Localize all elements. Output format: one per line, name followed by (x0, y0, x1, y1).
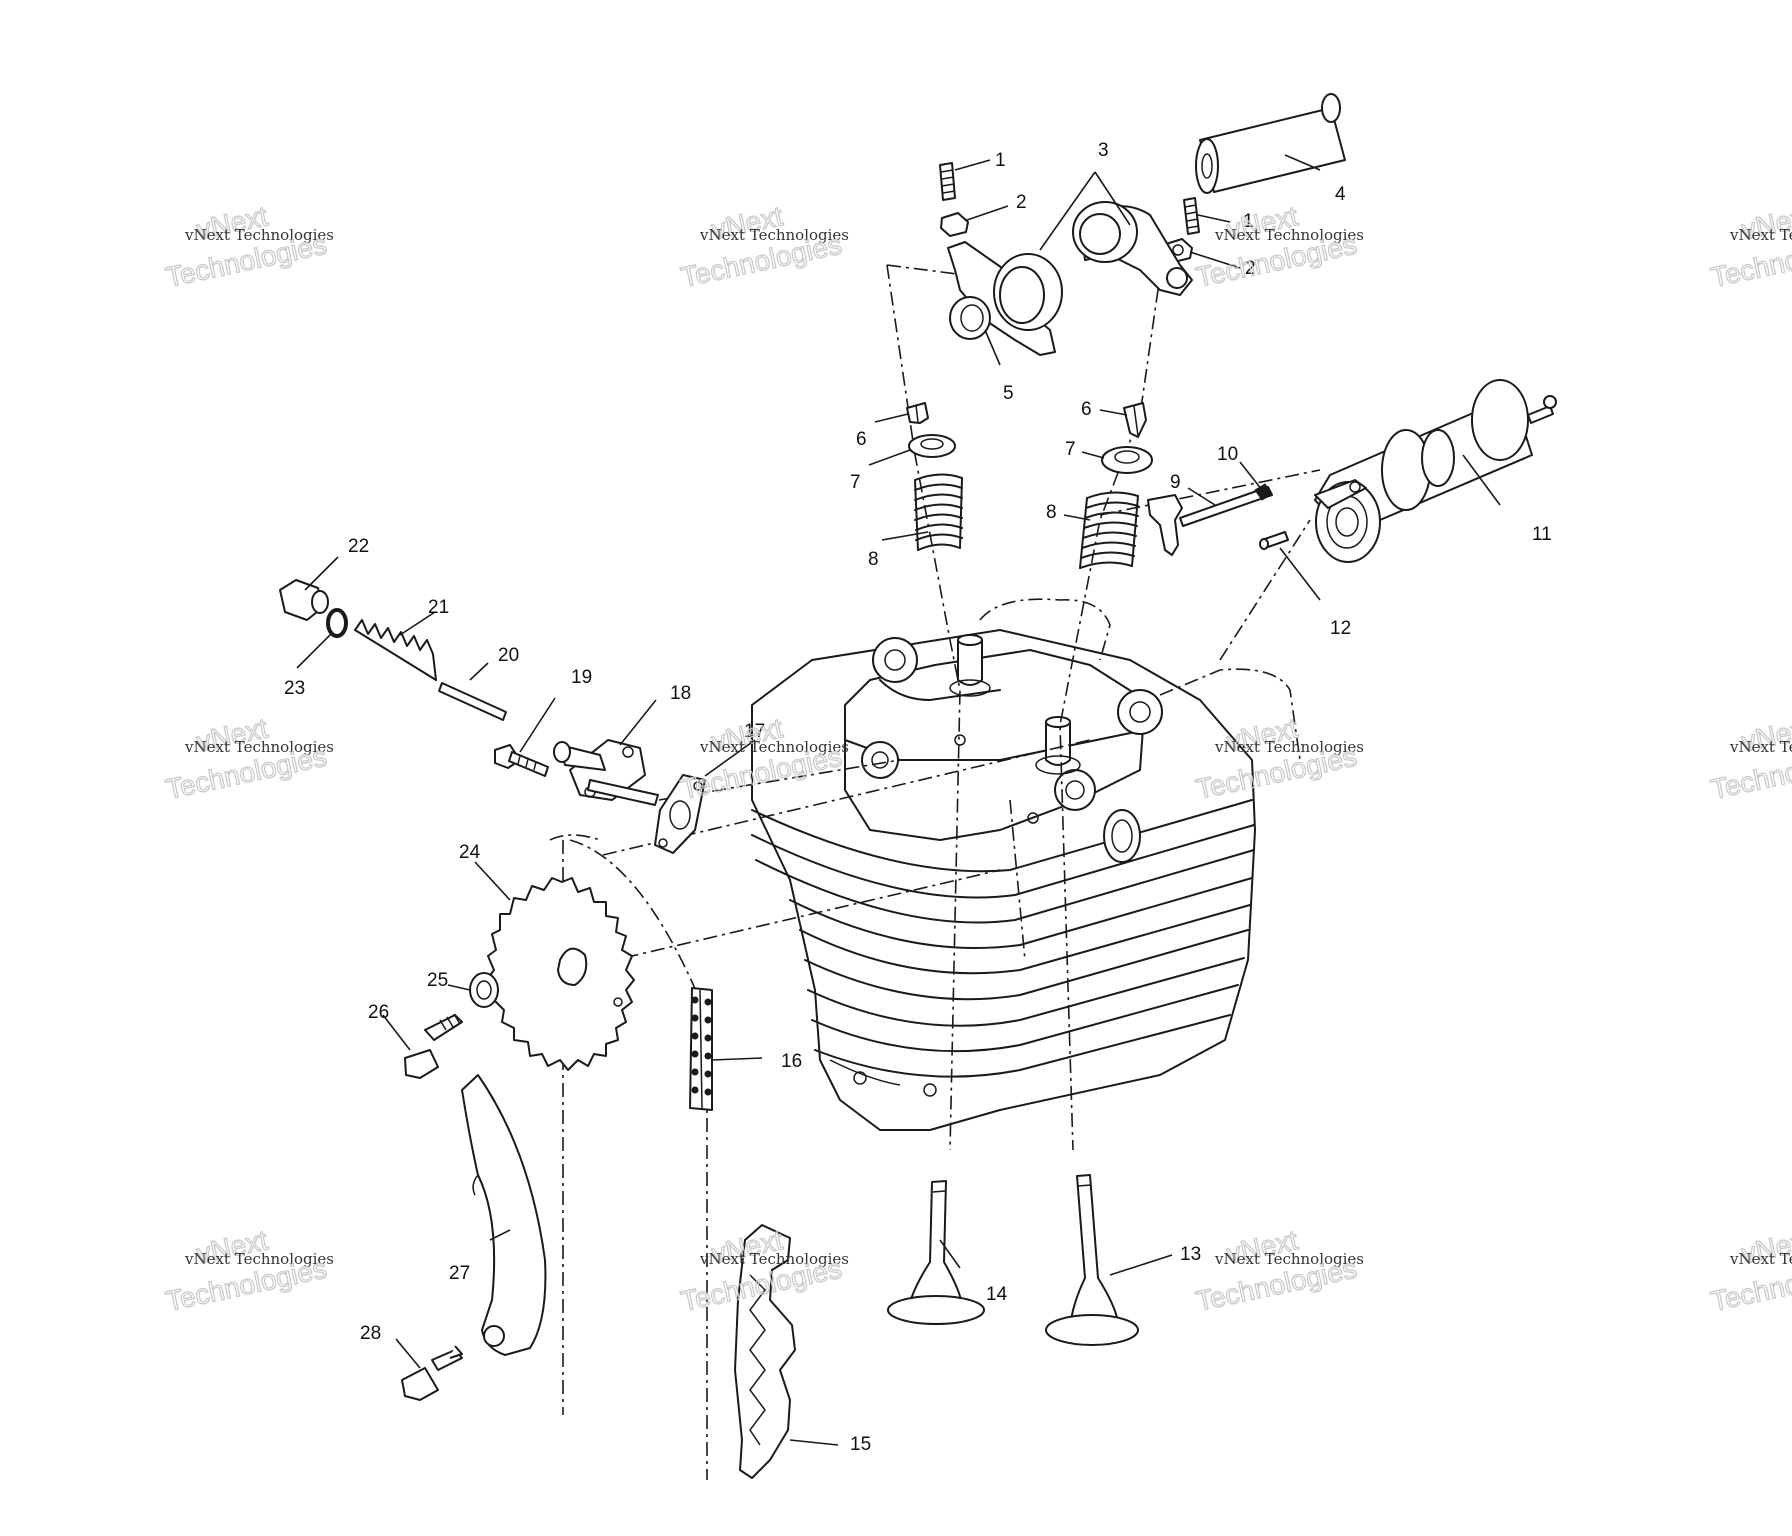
callout-label: 8 (1046, 502, 1057, 523)
watermark-text: vNext Technologies (1214, 226, 1364, 244)
valve-keeper-right (1123, 402, 1147, 438)
callout-label: 24 (459, 842, 481, 863)
watermark-text: vNext Technologies (184, 226, 334, 244)
callout-label: 26 (368, 1002, 389, 1023)
callout-label: 18 (670, 683, 691, 704)
sprocket-bolt (404, 1013, 463, 1079)
push-rod (438, 682, 507, 721)
callout-label: 9 (1170, 472, 1181, 493)
callout-label: 1 (1243, 211, 1254, 232)
intake-valve (887, 1180, 985, 1325)
watermark-text: vNext Technologies (1729, 738, 1792, 756)
callout-label: 14 (986, 1284, 1008, 1305)
callout-label: 7 (1065, 439, 1076, 460)
watermark-text: vNext Technologies (1214, 1250, 1364, 1268)
lock-nut-left (940, 212, 969, 237)
callout-label: 2 (1245, 258, 1256, 279)
valve-keeper-left (906, 402, 929, 424)
o-ring (326, 608, 348, 638)
callout-label: 8 (868, 549, 879, 570)
tensioner-bolt (494, 744, 549, 777)
valve-spring-left (914, 473, 963, 551)
callout-label: 23 (284, 678, 305, 699)
cam-sprocket (487, 877, 635, 1071)
watermark-text: vNext Technologies (699, 1250, 849, 1268)
callout-label: 17 (744, 721, 765, 742)
callout-label: 11 (1532, 524, 1552, 545)
valve-spring-right (1079, 491, 1139, 569)
sprocket-washer (469, 972, 499, 1008)
watermark-text: vNext Technologies (184, 1250, 334, 1268)
tensioner-body (553, 739, 659, 806)
rocker-arm-left (947, 241, 1063, 356)
watermark-text: vNext Technologies (699, 738, 849, 756)
callout-label: 15 (850, 1434, 871, 1455)
tensioner-cap-bolt (279, 579, 329, 621)
leader-lines (296, 154, 1501, 1446)
tensioner-gasket (654, 774, 706, 854)
callout-label: 20 (498, 645, 519, 666)
decomp-pin (1259, 531, 1289, 550)
callout-label: 1 (995, 150, 1006, 171)
callouts: 1 2 3 4 1 2 5 6 7 8 6 7 8 9 10 11 12 22 … (284, 140, 1552, 1455)
spring-retainer-right (1101, 446, 1153, 474)
thrust-washer (949, 296, 991, 340)
adjuster-screw-left (939, 162, 956, 201)
watermark-text: vNext Technologies (699, 226, 849, 244)
callout-label: 12 (1330, 618, 1351, 639)
adjuster-screw-right (1183, 197, 1200, 235)
guide-pivot-bolt (401, 1345, 463, 1401)
cylinder-head (751, 629, 1256, 1131)
camshaft (1314, 379, 1557, 563)
tensioner-spring (354, 619, 437, 681)
spring-retainer-left (908, 434, 956, 458)
callout-label: 13 (1180, 1244, 1201, 1265)
callout-label: 10 (1217, 444, 1238, 465)
callout-label: 4 (1335, 184, 1346, 205)
callout-label: 19 (571, 667, 592, 688)
callout-label: 27 (449, 1263, 470, 1284)
chain-guide-front (734, 1224, 796, 1479)
callout-label: 6 (1081, 399, 1092, 420)
rocker-arm-right (1072, 201, 1193, 296)
callout-label: 16 (781, 1051, 802, 1072)
cam-chain (689, 987, 713, 1111)
callout-label: 2 (1016, 192, 1027, 213)
decomp-spring (1254, 483, 1273, 501)
callout-label: 22 (348, 536, 369, 557)
watermark-text: vNext Technologies (184, 738, 334, 756)
callout-label: 21 (428, 597, 449, 618)
watermark-text: vNext Technologies (1214, 738, 1364, 756)
decompression-lever (1147, 486, 1273, 556)
callout-label: 28 (360, 1323, 381, 1344)
exhaust-valve (1045, 1174, 1139, 1346)
watermark-text: vNext Technologies (1729, 1250, 1792, 1268)
callout-label: 7 (850, 472, 861, 493)
watermark-text: vNext Technologies (1729, 226, 1792, 244)
callout-label: 3 (1098, 140, 1109, 161)
callout-label: 6 (856, 429, 867, 450)
rocker-shaft (1195, 93, 1346, 194)
chain-guide-rear (461, 1074, 547, 1356)
callout-label: 5 (1003, 383, 1014, 404)
callout-label: 25 (427, 970, 448, 991)
